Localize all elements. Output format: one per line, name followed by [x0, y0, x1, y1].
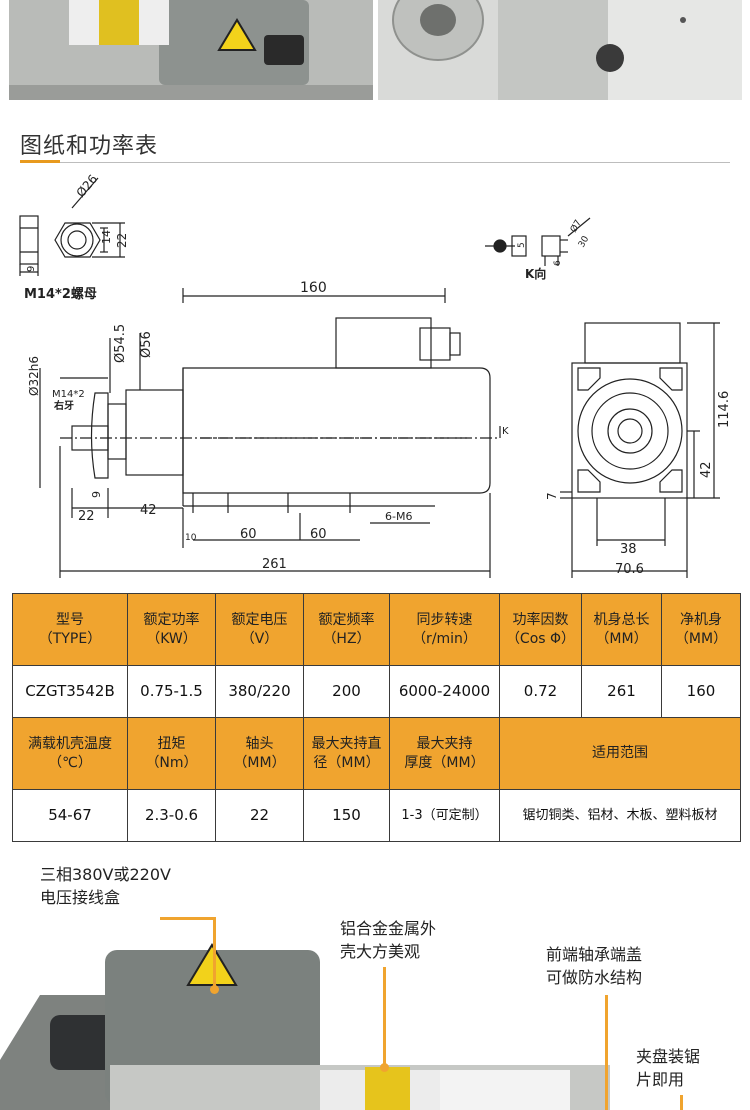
header-shell-temp: 满载机壳温度 （℃） [12, 717, 128, 790]
motor-photo-left-graphic [9, 0, 373, 100]
value-max-clamp-thickness: 1-3（可定制） [389, 789, 500, 842]
dim-thread-dir: 右牙 [53, 399, 74, 412]
product-photo-strip [0, 0, 750, 100]
dim-h1146: 114.6 [717, 391, 732, 428]
nut-dim-d26: Ø26 [74, 172, 101, 200]
section-title: 图纸和功率表 [20, 134, 159, 159]
dim-d60b: 60 [310, 527, 327, 542]
title-divider [20, 162, 730, 163]
dim-d32h6: Ø32h6 [27, 356, 41, 396]
dim-thread: M14*2 [52, 389, 85, 400]
header-power-factor: 功率因数 （Cos Φ） [499, 593, 582, 666]
callout-aluminum-shell: 铝合金金属外 壳大方美观 [340, 919, 437, 962]
spec-header-row-1: 型号 （TYPE） 额定功率 （KW） 额定电压 （V） 额定频率 （HZ） 同… [12, 593, 741, 666]
dim-len160: 160 [300, 280, 327, 296]
dim-d10: 10 [185, 533, 197, 543]
spec-table: 型号 （TYPE） 额定功率 （KW） 额定电压 （V） 额定频率 （HZ） 同… [12, 593, 741, 842]
dim-h42: 42 [699, 461, 714, 478]
motor-photo-right-graphic [378, 0, 742, 100]
dim-holes: 6-M6 [385, 510, 412, 523]
kview-dim-d7: Ø7 [568, 218, 584, 235]
spec-header-row-2: 满载机壳温度 （℃） 扭矩 （Nm） 轴头 （MM） 最大夹持直 径（MM） 最… [12, 717, 741, 790]
header-frequency: 额定频率 （HZ） [303, 593, 390, 666]
callout-junction-box-line-v [213, 917, 216, 989]
technical-drawing: Ø26 14 22 9 M14*2螺母 5 Ø7 30 6 K向 [19, 172, 732, 578]
header-shaft: 轴头 （MM） [215, 717, 304, 790]
nut-dim-d9: 9 [26, 266, 37, 272]
header-body-length: 净机身 （MM） [661, 593, 741, 666]
kview-caption: K向 [525, 266, 546, 281]
callout-aluminum-shell-line [383, 967, 386, 1067]
title-accent-bar [20, 160, 60, 163]
callout-aluminum-shell-dot [380, 1063, 389, 1072]
motor-front-view [560, 322, 720, 578]
callout-front-bearing-line [605, 995, 608, 1110]
header-power: 额定功率 （KW） [127, 593, 216, 666]
kview-dim-d6: 6 [553, 260, 563, 266]
value-shell-temp: 54-67 [12, 789, 128, 842]
kview-dim-d5: 5 [517, 242, 527, 248]
header-voltage: 额定电压 （V） [215, 593, 304, 666]
callout-front-bearing: 前端轴承端盖 可做防水结构 [546, 945, 643, 988]
dim-d42a: 42 [140, 503, 157, 518]
spec-value-row-1: CZGT3542B 0.75-1.5 380/220 200 6000-2400… [12, 665, 741, 718]
header-type: 型号 （TYPE） [12, 593, 128, 666]
dim-k-mark: K [502, 426, 509, 437]
nut-detail [19, 177, 125, 276]
nut-caption: M14*2螺母 [24, 286, 97, 302]
k-view-detail [485, 217, 591, 266]
header-torque: 扭矩 （Nm） [127, 717, 216, 790]
dim-d545: Ø54.5 [113, 324, 128, 363]
header-total-length: 机身总长 （MM） [581, 593, 662, 666]
value-power-factor: 0.72 [499, 665, 582, 718]
nut-dim-d22: 22 [115, 233, 129, 248]
motor-side-view [39, 288, 501, 578]
dim-w38: 38 [620, 542, 637, 557]
motor-photo-junction-box [9, 0, 373, 100]
motor-feature-photo [0, 845, 750, 1110]
header-application: 适用范围 [499, 717, 741, 790]
value-application: 锯切铜类、铝材、木板、塑料板材 [499, 789, 741, 842]
value-total-length: 261 [581, 665, 662, 718]
dim-d9: 9 [90, 491, 103, 498]
value-power: 0.75-1.5 [127, 665, 216, 718]
value-speed: 6000-24000 [389, 665, 500, 718]
value-max-clamp-diameter: 150 [303, 789, 390, 842]
dim-d56: Ø56 [139, 331, 154, 358]
callout-junction-box: 三相380V或220V 电压接线盒 [40, 865, 171, 908]
spec-value-row-2: 54-67 2.3-0.6 22 150 1-3（可定制） 锯切铜类、铝材、木板… [12, 789, 741, 842]
callout-saw-chuck-line [680, 1095, 683, 1110]
kview-dim-d30: 30 [577, 234, 592, 249]
value-body-length: 160 [661, 665, 741, 718]
callout-saw-chuck: 夹盘装锯 片即用 [636, 1047, 701, 1090]
callout-junction-box-dot [210, 985, 219, 994]
value-torque: 2.3-0.6 [127, 789, 216, 842]
value-voltage: 380/220 [215, 665, 304, 718]
value-frequency: 200 [303, 665, 390, 718]
value-type: CZGT3542B [12, 665, 128, 718]
header-max-clamp-thickness: 最大夹持 厚度（MM） [389, 717, 500, 790]
dim-len261: 261 [262, 557, 287, 572]
header-max-clamp-diameter: 最大夹持直 径（MM） [303, 717, 390, 790]
dim-h7: 7 [545, 492, 559, 500]
motor-photo-chuck [378, 0, 742, 100]
feature-callout-area: 三相380V或220V 电压接线盒 铝合金金属外 壳大方美观 前端轴承端盖 可做… [0, 845, 750, 1110]
dim-d60a: 60 [240, 527, 257, 542]
dim-d22: 22 [78, 509, 95, 524]
header-speed: 同步转速 （r/min） [389, 593, 500, 666]
value-shaft: 22 [215, 789, 304, 842]
nut-dim-d14: 14 [100, 230, 113, 244]
callout-junction-box-line-h [160, 917, 216, 920]
dim-w706: 70.6 [615, 562, 644, 577]
